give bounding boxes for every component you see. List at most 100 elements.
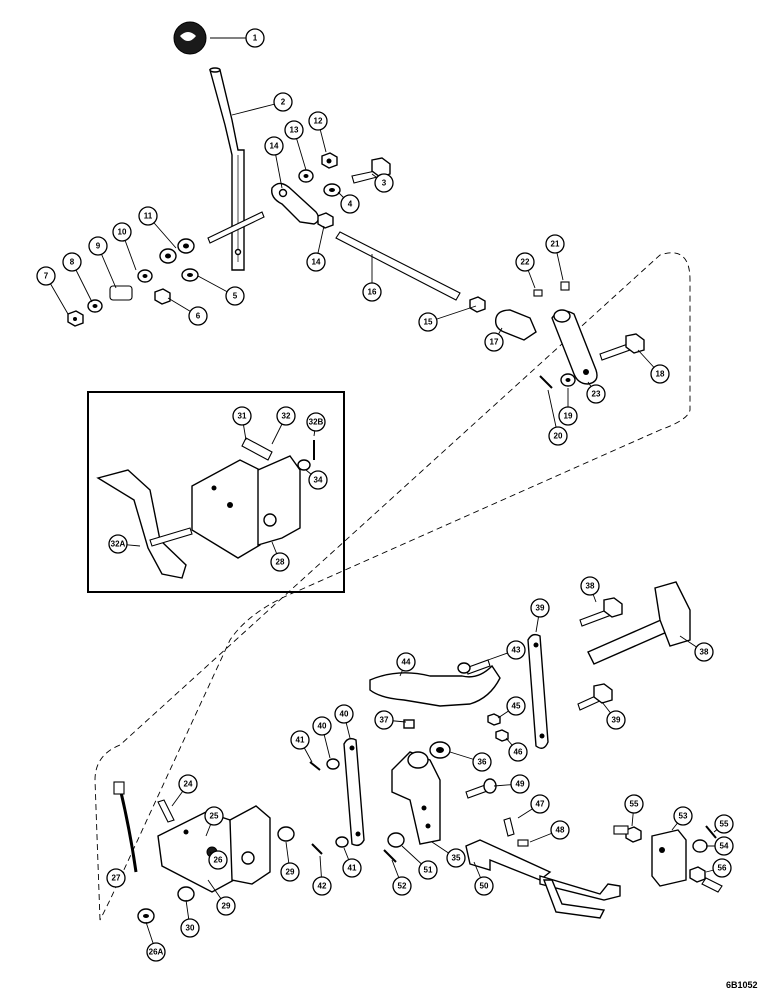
set-screw-21 <box>533 289 543 297</box>
callout-circle <box>334 704 354 724</box>
callout-circle <box>284 120 304 140</box>
callout-label: 4 <box>348 200 353 209</box>
callout-label: 47 <box>536 800 545 809</box>
callout-label: 50 <box>480 882 489 891</box>
pedal-43 <box>369 664 501 707</box>
callout-label: 39 <box>536 604 545 613</box>
callout-label: 41 <box>348 864 357 873</box>
callout-29: 29 <box>207 879 236 916</box>
callout-label: 32 <box>282 412 291 421</box>
callout-label: 26A <box>149 948 164 957</box>
callout-label: 55 <box>720 820 729 829</box>
callout-32: 32 <box>271 406 296 445</box>
callout-label: 55 <box>630 800 639 809</box>
callout-26: 26 <box>208 850 228 870</box>
stud-56 <box>701 877 723 893</box>
callout-label: 28 <box>276 558 285 567</box>
callout-circle <box>530 794 550 814</box>
washer-53 <box>692 839 708 853</box>
callout-24: 24 <box>171 774 198 807</box>
callout-circle <box>558 406 578 426</box>
callout-label: 29 <box>286 868 295 877</box>
callout-label: 1 <box>253 34 258 43</box>
callout-circle <box>418 312 438 332</box>
callout-label: 51 <box>424 866 433 875</box>
callout-circle <box>506 640 526 660</box>
callout-label: 9 <box>96 242 101 251</box>
bushing-26 <box>137 908 155 924</box>
spring-9 <box>109 285 133 301</box>
callout-circle <box>62 252 82 272</box>
nut-6 <box>154 288 171 305</box>
callout-label: 41 <box>296 736 305 745</box>
nut-7 <box>67 310 84 327</box>
rod-49 <box>465 839 621 919</box>
inset-pedal-32 <box>96 469 193 579</box>
callout-circle <box>306 252 326 272</box>
callout-28: 28 <box>270 541 290 572</box>
callout-label: 18 <box>656 370 665 379</box>
callout-label: 13 <box>290 126 299 135</box>
callout-circle <box>106 868 126 888</box>
link-39-right <box>527 633 549 749</box>
washer-10b <box>177 238 195 254</box>
washer-50 <box>387 832 405 848</box>
pin-54 <box>705 825 717 839</box>
callout-label: 46 <box>514 748 523 757</box>
callout-51: 51 <box>401 845 438 880</box>
callout-label: 44 <box>402 658 411 667</box>
callout-52: 52 <box>391 859 412 896</box>
spacer-29a <box>277 826 295 842</box>
callout-label: 7 <box>44 272 49 281</box>
callout-30: 30 <box>180 899 200 938</box>
bolt-38-bottom <box>577 683 613 711</box>
bolt-48 <box>465 778 497 799</box>
callout-14: 14 <box>264 136 284 189</box>
inset-bracket-27 <box>191 455 301 559</box>
callout-26a: 26A <box>145 921 166 962</box>
callout-label: 42 <box>318 882 327 891</box>
callout-label: 45 <box>512 702 521 711</box>
spacer-29b <box>177 886 195 902</box>
callout-circle <box>146 942 166 962</box>
pin-41-bottom <box>311 843 323 855</box>
nut-44 <box>487 713 501 726</box>
callout-label: 53 <box>679 812 688 821</box>
callout-circle <box>308 111 328 131</box>
callout-55: 55 <box>624 794 644 827</box>
shaft-37 <box>587 581 691 665</box>
threaded-rod <box>335 231 461 301</box>
callout-38: 38 <box>679 635 714 662</box>
callout-circle <box>342 858 362 878</box>
callout-circle <box>548 426 568 446</box>
group-outline-dashed <box>94 252 691 921</box>
callout-9: 9 <box>88 236 117 289</box>
callout-circle <box>506 696 526 716</box>
callout-circle <box>580 576 600 596</box>
callout-circle <box>396 652 416 672</box>
callout-22: 22 <box>515 252 536 289</box>
callout-label: 43 <box>512 646 521 655</box>
callout-circle <box>530 598 550 618</box>
callout-circle <box>232 406 252 426</box>
callout-circle <box>606 710 626 730</box>
bolt-23 <box>157 799 175 823</box>
callout-circle <box>545 234 565 254</box>
callout-40: 40 <box>312 716 332 759</box>
callout-circle <box>673 806 693 826</box>
shift-lever <box>209 67 245 271</box>
callout-18: 18 <box>637 349 670 384</box>
callout-47: 47 <box>517 794 550 819</box>
callout-label: 40 <box>318 722 327 731</box>
callout-32b: 32B <box>306 412 326 437</box>
callout-1: 1 <box>210 28 265 48</box>
pin-41-top <box>309 761 321 771</box>
callout-circle <box>340 194 360 214</box>
callout-label: 48 <box>556 826 565 835</box>
callout-label: 21 <box>551 240 560 249</box>
callout-label: 29 <box>222 902 231 911</box>
callout-circle <box>312 716 332 736</box>
callout-27: 27 <box>106 868 126 888</box>
callout-49: 49 <box>493 774 530 794</box>
